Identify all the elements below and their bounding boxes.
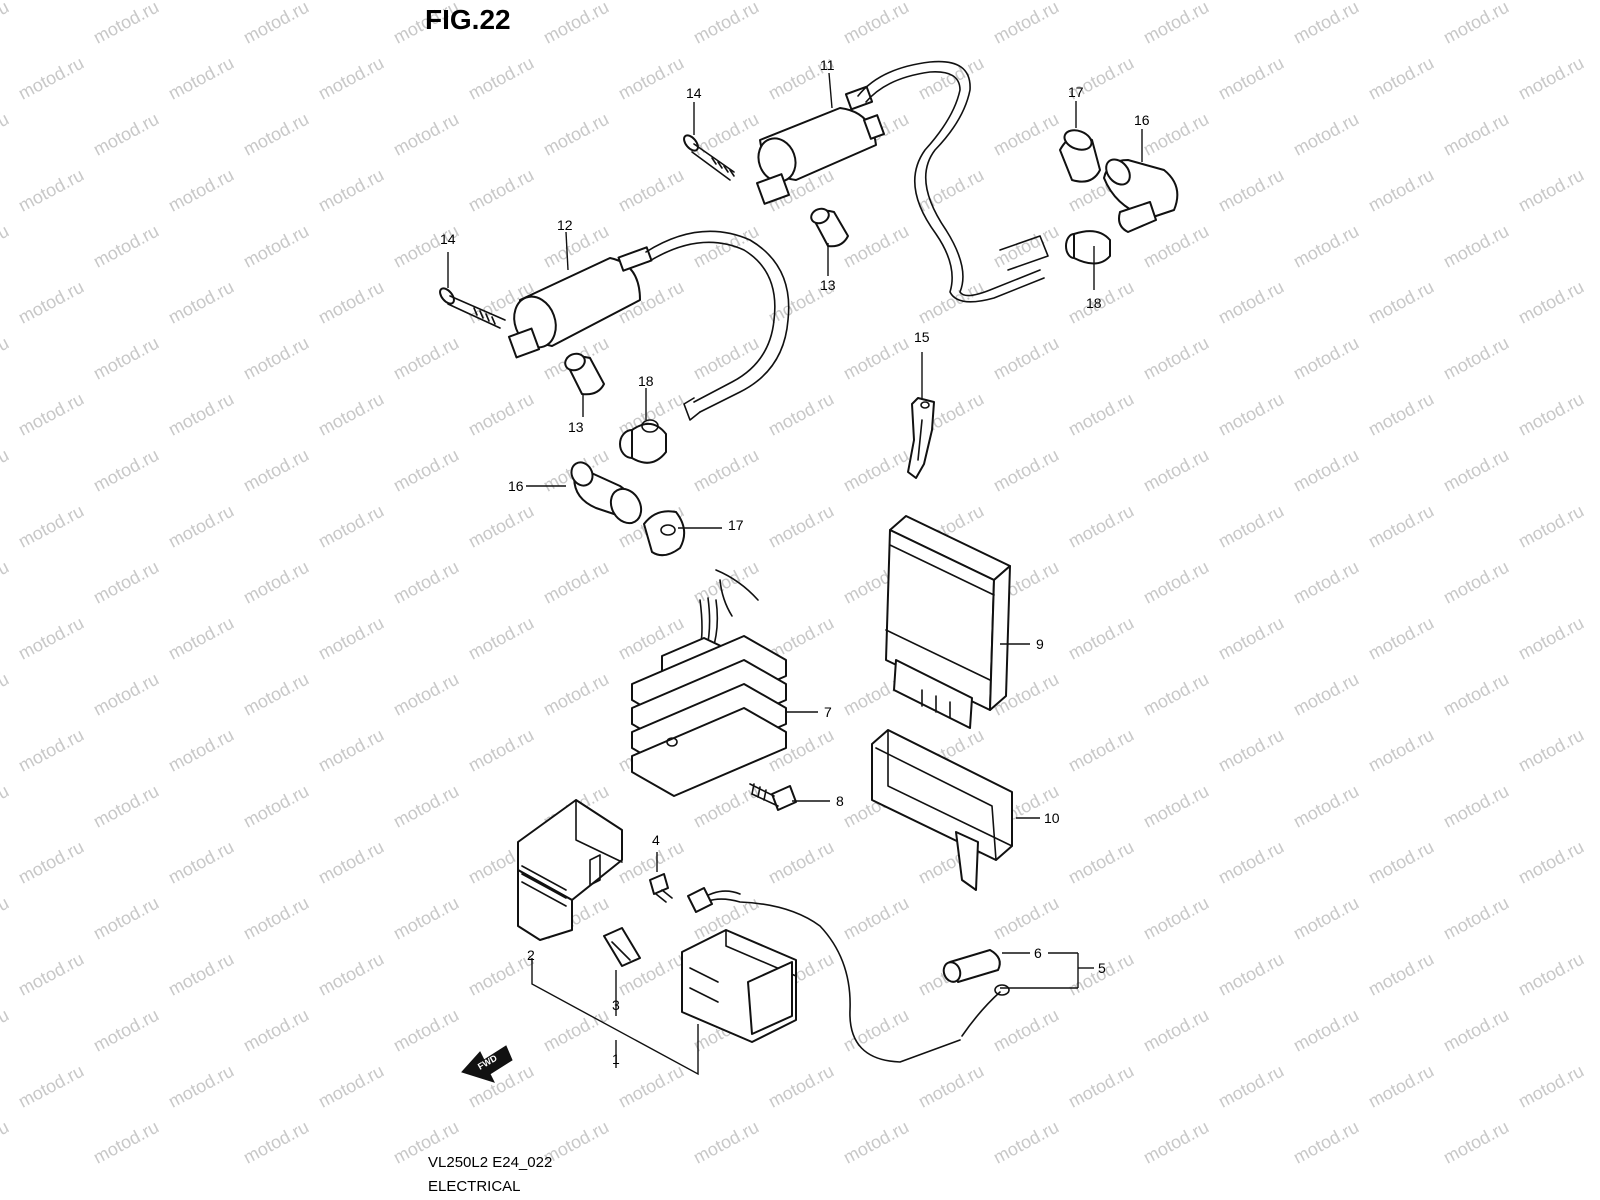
callout-5: 5	[1098, 960, 1106, 976]
grommet-18-top[interactable]	[1065, 230, 1111, 265]
callout-14-middle: 14	[440, 231, 456, 247]
ignition-coil-12[interactable]	[507, 230, 790, 421]
callout-4: 4	[652, 832, 660, 848]
callout-16-middle: 16	[508, 478, 524, 494]
callout-10: 10	[1044, 810, 1060, 826]
forward-direction-arrow: FWD	[461, 1045, 513, 1083]
ecm-cover-10[interactable]	[871, 729, 1013, 891]
fuse-box-cover-2[interactable]	[517, 799, 623, 941]
starter-relay-1[interactable]	[681, 887, 961, 1063]
callout-15: 15	[914, 329, 930, 345]
rubber-sleeve-13-top[interactable]	[809, 206, 849, 248]
ecm-unit-9[interactable]	[885, 515, 1011, 729]
spark-plug-cap-16-middle[interactable]	[567, 459, 647, 529]
rubber-sleeve-13-middle[interactable]	[563, 351, 605, 396]
callout-7: 7	[824, 704, 832, 720]
section-name: ELECTRICAL	[428, 1178, 521, 1195]
callout-9: 9	[1036, 636, 1044, 652]
leader-lines	[447, 72, 1143, 1076]
callout-13-middle: 13	[568, 419, 584, 435]
callout-17-top: 17	[1068, 84, 1084, 100]
rubber-cap-17-middle[interactable]	[643, 510, 686, 557]
callout-12: 12	[557, 217, 573, 233]
callout-labels: 11 14 12 14 17 16 18 13 13 18 16 17 15 9…	[440, 57, 1150, 1067]
bolt-8[interactable]	[749, 783, 797, 811]
callout-13-top: 13	[820, 277, 836, 293]
callout-2: 2	[527, 947, 535, 963]
spark-plug-cap-16-top[interactable]	[1101, 155, 1179, 233]
fuse-3[interactable]	[603, 927, 641, 967]
callout-11: 11	[820, 57, 835, 73]
callout-14-top: 14	[686, 85, 702, 101]
callout-1: 1	[612, 1051, 620, 1067]
regulator-rectifier-7[interactable]	[631, 569, 787, 797]
ignition-coil-11[interactable]	[753, 60, 1049, 303]
battery-cable-6[interactable]	[941, 949, 1010, 1037]
grommet-18-middle[interactable]	[619, 419, 667, 464]
callout-3: 3	[612, 997, 620, 1013]
callout-8: 8	[836, 793, 844, 809]
figure-title: FIG.22	[425, 4, 511, 35]
rubber-cap-17-top[interactable]	[1059, 127, 1101, 183]
callout-17-middle: 17	[728, 517, 744, 533]
wire-clamp-15[interactable]	[907, 397, 935, 479]
callout-16-top: 16	[1134, 112, 1150, 128]
bolt-4[interactable]	[649, 873, 673, 903]
callout-18-top: 18	[1086, 295, 1102, 311]
bolt-14-middle[interactable]	[437, 286, 506, 329]
model-code: VL250L2 E24_022	[428, 1154, 553, 1171]
callout-6: 6	[1034, 945, 1042, 961]
callout-18-middle: 18	[638, 373, 654, 389]
bolt-14-top[interactable]	[681, 133, 735, 181]
